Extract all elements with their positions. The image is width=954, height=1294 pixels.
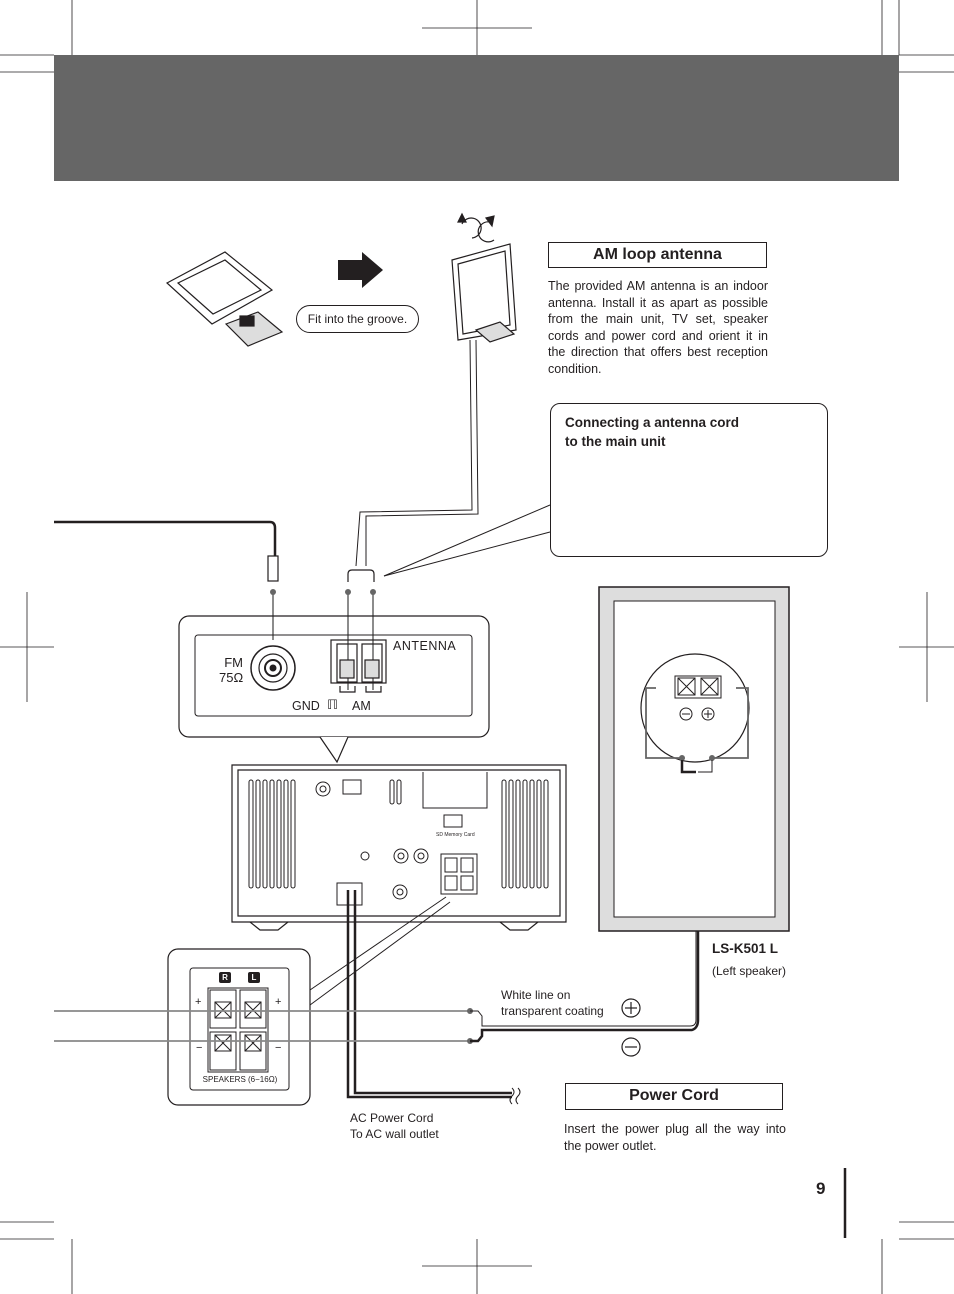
speaker-description: (Left speaker) (712, 964, 787, 978)
am-antenna-title: AM loop antenna (548, 242, 767, 268)
power-cord-title: Power Cord (565, 1083, 783, 1110)
power-cord-line1: AC Power Cord (350, 1111, 434, 1125)
speaker-model: LS-K501 L (712, 941, 779, 956)
vent-slots (248, 779, 549, 889)
wire-note-line2: transparent coating (501, 1004, 604, 1018)
connecting-title-line1: Connecting a antenna cord (565, 415, 740, 430)
am-terminal-icon (330, 639, 387, 693)
groove-callout-text: Fit into the groove. (307, 312, 408, 326)
speaker-terminal-frame (167, 948, 311, 1106)
arrow-icon (338, 252, 383, 288)
power-cord-note: AC Power Cord To AC wall outlet (350, 1110, 439, 1142)
am-antenna-description: The provided AM antenna is an indoor ant… (548, 279, 768, 376)
power-cord-description: Insert the power plug all the way into t… (564, 1122, 786, 1153)
fm-label-block: FM 75Ω (219, 655, 243, 685)
main-unit-rear (231, 764, 567, 931)
plus-minus-icons (621, 998, 641, 1057)
l-label: L (251, 973, 257, 982)
am-label: AM (352, 699, 371, 713)
fm-jack-icon (250, 645, 296, 691)
speakers-label: SPEAKERS (6−16Ω) (202, 1075, 278, 1084)
loop-antenna-assembly (165, 251, 284, 347)
fm-impedance: 75Ω (219, 670, 244, 685)
r-label: R (222, 973, 228, 982)
plus-right: + (275, 996, 282, 1008)
sd-card-label: SD Memory Card (436, 832, 475, 838)
connecting-panel: Connecting a antenna cord to the main un… (550, 403, 828, 557)
power-cord-line2: To AC wall outlet (350, 1127, 439, 1141)
fm-label: FM (224, 655, 243, 670)
minus-right: − (275, 1042, 282, 1054)
standing-antenna (451, 212, 517, 343)
page-number: 9 (816, 1179, 826, 1198)
plus-left: + (195, 996, 202, 1008)
antenna-label: ANTENNA (393, 639, 457, 653)
minus-left: − (196, 1042, 203, 1054)
groove-callout: Fit into the groove. (296, 305, 419, 333)
ground-icon: ℿ (327, 697, 339, 712)
wire-note-line1: White line on (501, 988, 571, 1002)
connecting-title-line2: to the main unit (565, 434, 666, 449)
header-band (54, 55, 899, 181)
wire-note: White line on transparent coating (501, 987, 604, 1019)
speaker-terminals-icon (207, 987, 269, 1073)
gnd-label: GND (292, 699, 320, 713)
